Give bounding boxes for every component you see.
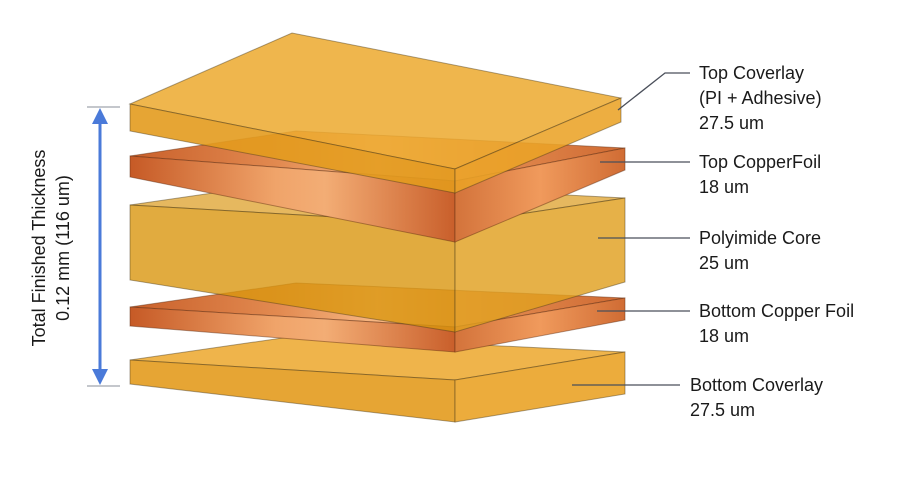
thickness-value: 0.12 mm (116 um) [53,175,73,321]
label-top-copper-foil: Top CopperFoil 18 um [699,150,821,200]
label-top-coverlay-name: Top Coverlay [699,63,805,83]
label-polyimide-core-thickness: 25 um [699,253,750,273]
bottom-coverlay-layer [129,335,626,423]
label-top-coverlay-thickness: 27.5 um [699,113,765,133]
top-coverlay-layer [128,32,623,194]
label-top-copper-foil-thickness: 18 um [699,177,750,197]
label-bottom-copper-foil-thickness: 18 um [699,326,750,346]
leader-top-coverlay [617,72,690,111]
thickness-label: Total Finished Thickness 0.12 mm (116 um… [27,78,97,418]
label-bottom-copper-foil-name: Bottom Copper Foil [699,301,855,321]
thickness-arrow-up-icon [92,108,108,124]
label-bottom-coverlay-name: Bottom Coverlay [690,375,824,395]
label-polyimide-core: Polyimide Core 25 um [699,226,821,276]
label-top-copper-foil-name: Top CopperFoil [699,152,822,172]
label-top-coverlay: Top Coverlay (PI + Adhesive) 27.5 um [699,61,822,136]
leader-lines [572,72,690,386]
label-bottom-coverlay: Bottom Coverlay 27.5 um [690,373,823,423]
label-bottom-coverlay-thickness: 27.5 um [690,400,756,420]
label-polyimide-core-name: Polyimide Core [699,228,822,248]
label-top-coverlay-composition: (PI + Adhesive) [699,88,822,108]
thickness-arrow-down-icon [92,369,108,385]
thickness-dimension [87,106,120,387]
thickness-title: Total Finished Thickness [29,149,49,347]
label-bottom-copper-foil: Bottom Copper Foil 18 um [699,299,854,349]
